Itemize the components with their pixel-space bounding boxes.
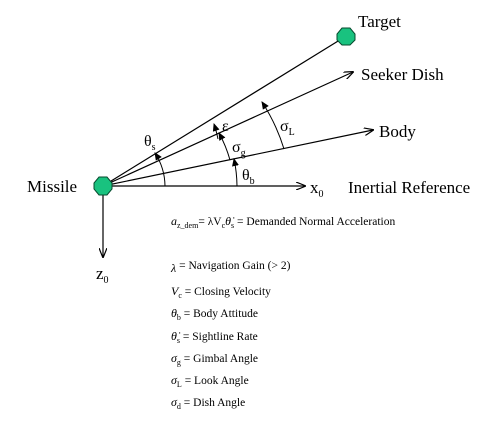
theta-s-label: θs <box>144 133 156 153</box>
sigma-L-label: σL <box>280 118 295 138</box>
body-axis-line <box>102 130 373 187</box>
missile-label: Missile <box>27 177 77 196</box>
sigma-g-label: σg <box>232 139 246 159</box>
x0-label: x0 <box>310 178 324 200</box>
target-label: Target <box>358 12 401 31</box>
arc-epsilon <box>212 123 220 140</box>
missile-node <box>93 176 113 196</box>
inertial-reference-label: Inertial Reference <box>348 178 470 197</box>
demanded-acceleration-equation: az_dem= λVcθ̇s = Demanded Normal Acceler… <box>171 214 395 230</box>
legend-item: σg = Gimbal Angle <box>171 351 258 367</box>
seeker-dish-line <box>102 72 353 187</box>
legend-item: θb = Body Attitude <box>171 306 258 322</box>
theta-b-label: θb <box>242 167 255 187</box>
legend-item: λ = Navigation Gain (> 2) <box>170 260 291 275</box>
legend: λ = Navigation Gain (> 2) Vc = Closing V… <box>170 260 291 411</box>
legend-item: σd = Dish Angle <box>171 395 245 411</box>
z0-label: z0 <box>96 264 109 286</box>
legend-item: θ̇s = Sightline Rate <box>171 329 258 345</box>
arc-theta-s <box>154 152 166 187</box>
body-label: Body <box>379 122 416 141</box>
epsilon-label: ε <box>222 118 229 135</box>
legend-item: Vc = Closing Velocity <box>171 284 271 300</box>
sightline-to-target <box>102 37 344 187</box>
legend-item: σL = Look Angle <box>171 373 249 389</box>
arc-sigma-g <box>218 132 231 161</box>
seeker-dish-label: Seeker Dish <box>361 65 444 84</box>
arc-theta-b <box>232 158 239 187</box>
target-node <box>336 27 356 46</box>
arc-sigma-L <box>261 101 285 150</box>
